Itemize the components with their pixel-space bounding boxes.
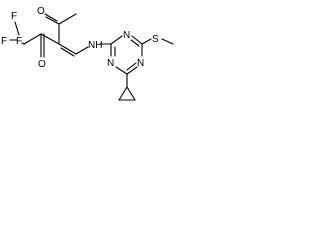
bond-methine-to-nh	[75, 46, 89, 55]
bond-ring-n5-c4	[126, 66, 138, 75]
atom-label-ketone-oxygen-left: O	[38, 59, 46, 70]
atom-label-ring-nitrogen-top: N	[123, 30, 130, 41]
bond-cyclopropyl-right	[126, 86, 136, 101]
bond-acetyl-oxygen-double	[44, 13, 58, 22]
bond-ring-n1-c6-double	[130, 39, 140, 47]
bond-ring-n1-c6	[131, 35, 143, 45]
bond-acetyl-oxygen	[45, 16, 60, 25]
atom-label-ring-nitrogen-left: N	[107, 58, 114, 69]
atom-label-amine: NH	[88, 40, 102, 51]
bond-ring-to-sulfur	[141, 38, 152, 45]
bond-central-to-methine-double	[60, 47, 75, 57]
bond-acetyl-methyl	[58, 13, 77, 25]
bond-carbonyl-to-central-carbon	[40, 33, 60, 45]
atom-label-fluorine-mid: F	[16, 36, 22, 47]
bond-sulfur-methyl	[161, 38, 174, 45]
atom-label-fluorine-left: F	[1, 36, 7, 47]
bond-cyclopropyl-left	[118, 86, 128, 101]
molecule-structure-diagram: F F F O O NH N N N S	[1, 6, 174, 101]
bond-central-to-methine	[58, 43, 77, 55]
bond-cf-top	[14, 21, 20, 36]
bond-cf3-carbonyl	[23, 33, 42, 45]
bond-ring-c4-n3	[115, 66, 128, 75]
atom-label-sulfur: S	[152, 34, 159, 45]
atom-label-ketone-oxygen-top: O	[37, 6, 45, 17]
atom-label-fluorine-top: F	[11, 11, 17, 22]
bond-ring-n5-c4-double	[126, 62, 137, 71]
atom-label-ring-nitrogen-bottom: N	[137, 58, 144, 69]
bond-ring-c2-n1	[110, 35, 123, 45]
